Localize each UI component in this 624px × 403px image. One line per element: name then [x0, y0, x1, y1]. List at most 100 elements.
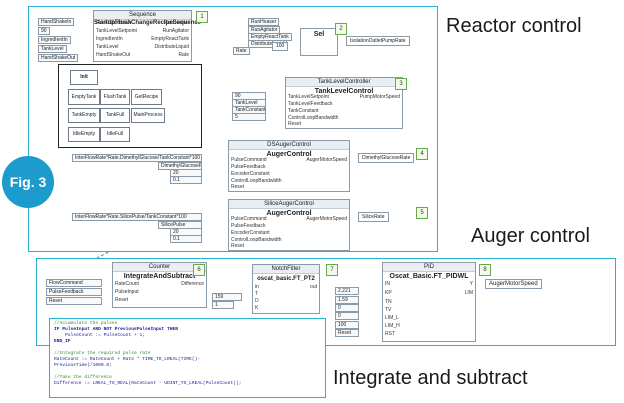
sil-formula-input[interactable]: InterFlowRate*Rate.SilicePulse/TankConst… [72, 213, 202, 221]
dis-in-port: ControlLoopBandwidth [231, 178, 282, 184]
notch-in-port: D [255, 298, 259, 304]
pid-in-port: TV [385, 307, 392, 313]
counter-in-port: PulseInput [115, 289, 139, 295]
block-number-badge: 4 [416, 148, 428, 160]
state-idle-full[interactable]: IdleFull [100, 127, 130, 142]
pid-out-port: Y [469, 281, 473, 287]
seq-out-port: EmptyReactTank [151, 36, 189, 42]
dis-header: DSAugerControl [229, 141, 349, 150]
sil-in-port: EncoderConstant [231, 230, 270, 236]
seq-in-port: TankLevelSetpoint [96, 28, 137, 34]
pid-input-var[interactable]: Reset [335, 329, 359, 337]
notch-header: NotchFilter [253, 265, 319, 274]
counter-in-port: RateCount [115, 281, 139, 287]
state-idle-empty[interactable]: IdleEmpty [68, 127, 100, 142]
auger-control-callout: Auger control [471, 225, 590, 247]
pid-in-port: KP [385, 290, 392, 296]
pid-input-var[interactable]: 0 [335, 304, 359, 312]
rate-var[interactable]: Rate [233, 47, 250, 55]
block-number-badge: 1 [196, 11, 208, 23]
dis-in-port: PulseFeedback [231, 164, 266, 170]
code-line: //Integrate the required pulse rate [54, 351, 151, 356]
dis-input-var[interactable]: 0.1 [170, 176, 202, 184]
code-line: PreviousTime)/1000.0; [54, 363, 112, 368]
notch-input-var[interactable]: 159 [212, 293, 242, 301]
tlc-in-port: ControlLoopBandwidth [288, 115, 339, 121]
state-tank-empty[interactable]: TankEmpty [68, 108, 100, 123]
pid-block[interactable]: PID Oscat_Basic.FT_PIDWL IN KP TN TV LIM… [382, 262, 476, 342]
pid-input-var[interactable]: 100 [335, 321, 359, 329]
state-get-recipe[interactable]: GetRecipe [131, 89, 162, 105]
pid-header: PID [383, 263, 475, 272]
state-tank-full[interactable]: TankFull [100, 108, 130, 123]
reactor-control-callout: Reactor control [446, 15, 582, 37]
seq-input-var[interactable]: HandShakeIn [38, 18, 75, 26]
tank-level-control-block[interactable]: TankLevelController TankLevelControl Tan… [285, 77, 403, 129]
dis-in-port: Reset [231, 184, 245, 190]
code-line: PulseCount := PulseCount + 1; [54, 333, 145, 338]
tlc-header: TankLevelController [286, 78, 402, 87]
dis-title: AugerControl [266, 151, 312, 158]
tlc-in-port: TankLevelSetpoint [288, 94, 329, 100]
sequence-block[interactable]: Sequence StartupFlushChangeRecipeSequenc… [93, 10, 202, 62]
pid-out-port: LIM [464, 290, 473, 296]
pid-in-port: TN [385, 299, 392, 305]
sel-block[interactable]: Sel [300, 28, 338, 56]
block-number-badge: 7 [326, 264, 338, 276]
pid-input-var[interactable]: 2.221 [335, 287, 359, 295]
dis-formula-input[interactable]: InterFlowRate*Rate.DimethylGlucose/TankC… [72, 154, 202, 162]
seq-input-var[interactable]: HandShakeOut [38, 54, 79, 62]
seq-input-var[interactable]: TankLevel [38, 45, 67, 53]
tlc-input-var[interactable]: 5 [232, 113, 266, 121]
sil-output-var[interactable]: SiliceRate [358, 212, 389, 222]
sil-out-port: AugerMotorSpeed [306, 216, 347, 222]
pid-input-var[interactable]: 1.59 [335, 296, 359, 304]
seq-in-port: HandShakeOut [96, 52, 131, 58]
block-number-badge: 5 [416, 207, 428, 219]
dis-out-port: AugerMotorSpeed [306, 157, 347, 163]
state-flush-tank[interactable]: FlushTank [100, 89, 130, 105]
code-line: //Take the difference [54, 375, 112, 380]
pid-in-port: LIM_H [385, 323, 400, 329]
seq-out-port: DistributeLiquid [154, 44, 189, 50]
integrate-subtract-callout: Integrate and subtract [333, 367, 528, 389]
sel-block-title: Sel [313, 31, 325, 38]
ds-auger-control-block[interactable]: DSAugerControl AugerControl PulseCommand… [228, 140, 350, 192]
sequence-block-title: StartupFlushChangeRecipeSequence [94, 20, 202, 26]
block-number-badge: 6 [193, 264, 205, 276]
silice-auger-control-block[interactable]: SiliceAugerControl AugerControl PulseCom… [228, 199, 350, 251]
state-init[interactable]: Init [70, 70, 98, 85]
sil-in-port: Reset [231, 243, 245, 249]
pid-output-var[interactable]: AugerMotorSpeed [485, 279, 542, 289]
counter-title: IntegrateAndSubtract [123, 273, 196, 280]
pid-input-var[interactable]: 0 [335, 312, 359, 320]
sel-output-var[interactable]: IsolationOutletPumpRate [346, 36, 410, 46]
integrate-and-subtract-block[interactable]: Counter IntegrateAndSubtract RateCount P… [112, 262, 207, 308]
dis-output-var[interactable]: DimethylGlucoseRate [358, 153, 415, 163]
sil-in-port: PulseFeedback [231, 223, 266, 229]
notch-filter-block[interactable]: NotchFilter oscat_basic.FT_PT2 in T D K … [252, 264, 320, 314]
sil-input-var[interactable]: 0.1 [170, 235, 202, 243]
notch-in-port: T [255, 291, 259, 297]
seq-input-var[interactable]: IngredIentIn [38, 36, 71, 44]
tlc-in-port: Reset [288, 121, 302, 127]
sel-const-input[interactable]: 100 [272, 42, 289, 51]
state-empty-tank[interactable]: EmptyTank [68, 89, 100, 105]
seq-out-port: RunAgitator [162, 28, 189, 34]
seq-in-port: ResetShutdown [96, 20, 132, 26]
seq-out-port: RunHoaser [163, 20, 189, 26]
counter-input-var[interactable]: Reset [46, 297, 102, 305]
tlc-in-port: TankLevelFeedback [288, 101, 333, 107]
counter-input-var[interactable]: PulseFeedback [46, 288, 102, 296]
notch-out-port: out [310, 284, 317, 290]
notch-input-var[interactable]: 1 [212, 301, 234, 309]
figure-badge: Fig. 3 [2, 156, 54, 208]
state-main-process[interactable]: MainProcess [131, 108, 165, 123]
seq-output-var[interactable]: RunHoaser [248, 18, 280, 26]
seq-input-var[interactable]: 90 [38, 27, 50, 35]
counter-input-var[interactable]: FlowCommand [46, 279, 102, 287]
counter-out-port: Difference [181, 281, 204, 287]
seq-in-port: IngredIentIn [96, 36, 123, 42]
